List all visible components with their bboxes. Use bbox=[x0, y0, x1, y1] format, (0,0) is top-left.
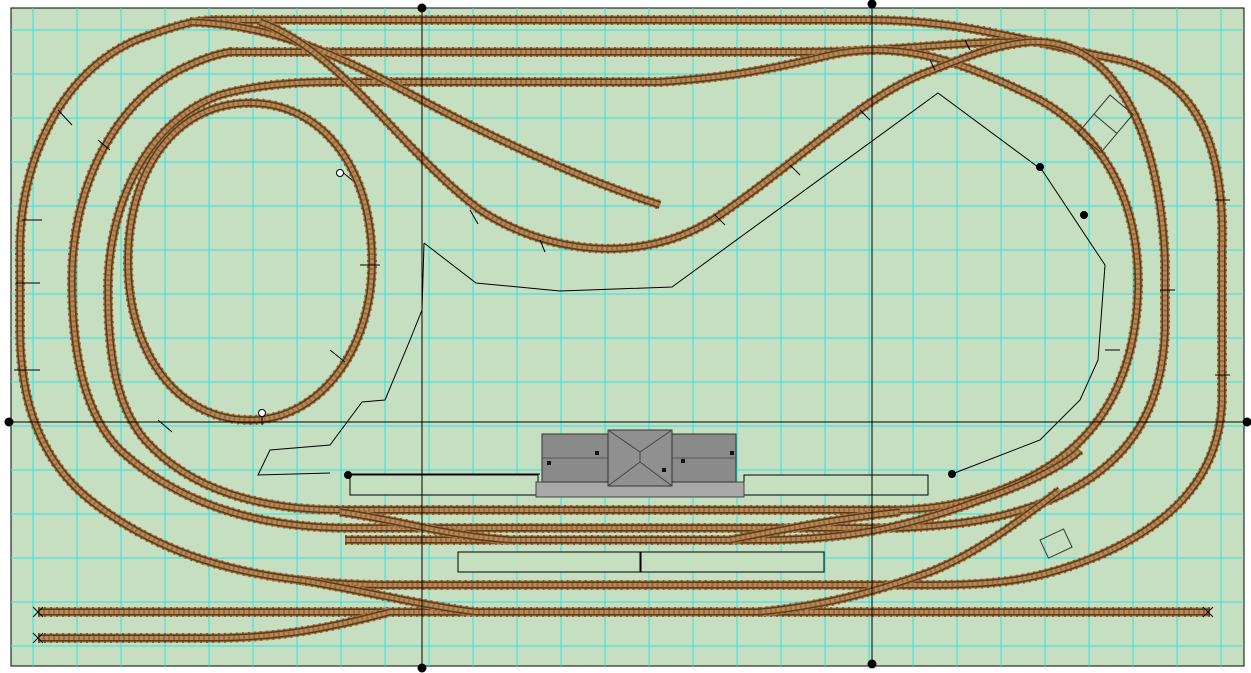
track-segment-7[interactable] bbox=[345, 446, 1084, 545]
track-section-break bbox=[539, 239, 546, 253]
station-chimney-1 bbox=[547, 461, 551, 465]
scenery-contour-hill bbox=[257, 242, 425, 476]
buffer-stop-icon bbox=[1202, 606, 1214, 618]
guide-handle-bottom-left[interactable] bbox=[417, 663, 427, 673]
goods-platform-right bbox=[640, 551, 825, 573]
buffer-stop-icon bbox=[32, 632, 44, 644]
station-structures bbox=[349, 94, 1134, 573]
track-segment-6[interactable] bbox=[258, 17, 1031, 254]
track-segment-10[interactable] bbox=[299, 575, 476, 617]
track-section-break bbox=[859, 109, 871, 121]
track-segment-4[interactable] bbox=[122, 97, 378, 426]
track-segment-5[interactable] bbox=[189, 17, 662, 210]
track-section-break bbox=[789, 164, 801, 176]
guide-handle-top-left[interactable] bbox=[417, 3, 427, 13]
guide-handle-top-right[interactable] bbox=[867, 0, 877, 9]
guide-handle-left[interactable] bbox=[4, 417, 14, 427]
track-segment-13[interactable] bbox=[729, 507, 901, 545]
goods-platform-left bbox=[457, 551, 641, 573]
station-platform-left bbox=[349, 474, 539, 496]
station-chimney-3 bbox=[662, 468, 666, 472]
track-section-break bbox=[929, 59, 936, 71]
track-segment-11[interactable] bbox=[759, 486, 1064, 617]
track-section-break bbox=[714, 214, 726, 226]
scenery-node-1[interactable] bbox=[344, 471, 352, 479]
track-section-break bbox=[964, 39, 971, 51]
buffer-stop-icon bbox=[32, 606, 44, 618]
track-segment-2[interactable] bbox=[66, 36, 1170, 533]
scenery-node-2[interactable] bbox=[948, 470, 956, 478]
track-section-break bbox=[97, 139, 111, 151]
signal-box-top-right bbox=[1077, 94, 1134, 154]
track-section-break bbox=[329, 349, 346, 363]
station-chimney-4 bbox=[681, 459, 685, 463]
track-segment-12[interactable] bbox=[339, 507, 511, 545]
connector-marker[interactable] bbox=[258, 409, 266, 417]
track-section-break bbox=[57, 109, 73, 126]
station-hip-roof-b bbox=[639, 461, 673, 487]
guide-handle-right[interactable] bbox=[1242, 417, 1251, 427]
guide-lines bbox=[4, 0, 1251, 673]
station-platform-right bbox=[743, 474, 929, 496]
scenery-node-4[interactable] bbox=[1080, 211, 1088, 219]
track-segment-1[interactable] bbox=[15, 15, 1228, 590]
track-section-break bbox=[469, 209, 479, 225]
station-hip-roof-a bbox=[607, 461, 641, 487]
station-chimney-2 bbox=[595, 451, 599, 455]
scenery-node-3[interactable] bbox=[1036, 163, 1044, 171]
lineside-hut-right bbox=[1039, 528, 1073, 559]
guide-handle-bottom-right[interactable] bbox=[867, 659, 877, 669]
station-chimney-5 bbox=[730, 451, 734, 455]
track-layout bbox=[14, 15, 1230, 644]
connector-marker[interactable] bbox=[336, 169, 344, 177]
track-segment-9[interactable] bbox=[38, 607, 392, 643]
